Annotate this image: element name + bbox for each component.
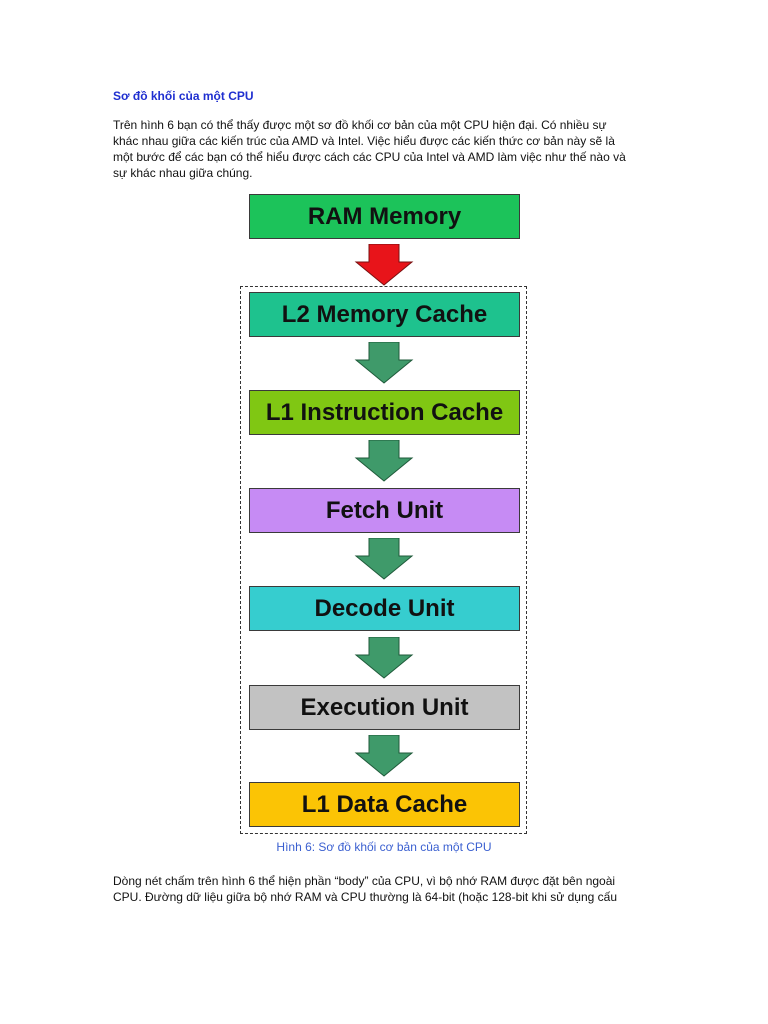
arrow-shape bbox=[354, 244, 414, 286]
intro-line: sự khác nhau giữa chúng. bbox=[113, 166, 253, 180]
green-down-arrow-icon bbox=[354, 735, 414, 777]
arrow-shape bbox=[354, 637, 414, 679]
section-heading: Sơ đồ khối của một CPU bbox=[113, 89, 254, 103]
decode-unit-block: Decode Unit bbox=[249, 586, 520, 631]
l1-data-cache-block: L1 Data Cache bbox=[249, 782, 520, 827]
arrow-shape bbox=[354, 538, 414, 580]
green-down-arrow-icon bbox=[354, 538, 414, 580]
fetch-unit-block: Fetch Unit bbox=[249, 488, 520, 533]
l2-memory-cache-block: L2 Memory Cache bbox=[249, 292, 520, 337]
intro-paragraph: Trên hình 6 bạn có thể thấy được một sơ … bbox=[113, 117, 653, 181]
cpu-body-dashed-frame bbox=[240, 286, 527, 834]
execution-unit-block: Execution Unit bbox=[249, 685, 520, 730]
green-down-arrow-icon bbox=[354, 342, 414, 384]
arrow-shape bbox=[354, 440, 414, 482]
l1-instruction-cache-block: L1 Instruction Cache bbox=[249, 390, 520, 435]
intro-line: Trên hình 6 bạn có thể thấy được một sơ … bbox=[113, 118, 607, 132]
body-line: CPU. Đường dữ liệu giữa bộ nhớ RAM và CP… bbox=[113, 890, 618, 904]
arrow-shape bbox=[354, 735, 414, 777]
green-down-arrow-icon bbox=[354, 637, 414, 679]
intro-line: một bước để các bạn có thể hiểu được các… bbox=[113, 150, 626, 164]
arrow-shape bbox=[354, 342, 414, 384]
green-down-arrow-icon bbox=[354, 440, 414, 482]
body-paragraph: Dòng nét chấm trên hình 6 thể hiện phần … bbox=[113, 873, 653, 905]
intro-line: khác nhau giữa các kiến trúc của AMD và … bbox=[113, 134, 615, 148]
figure-caption: Hình 6: Sơ đồ khối cơ bản của một CPU bbox=[276, 840, 492, 854]
body-line: Dòng nét chấm trên hình 6 thể hiện phần … bbox=[113, 874, 616, 888]
red-down-arrow-icon bbox=[354, 244, 414, 286]
ram-memory-block: RAM Memory bbox=[249, 194, 520, 239]
